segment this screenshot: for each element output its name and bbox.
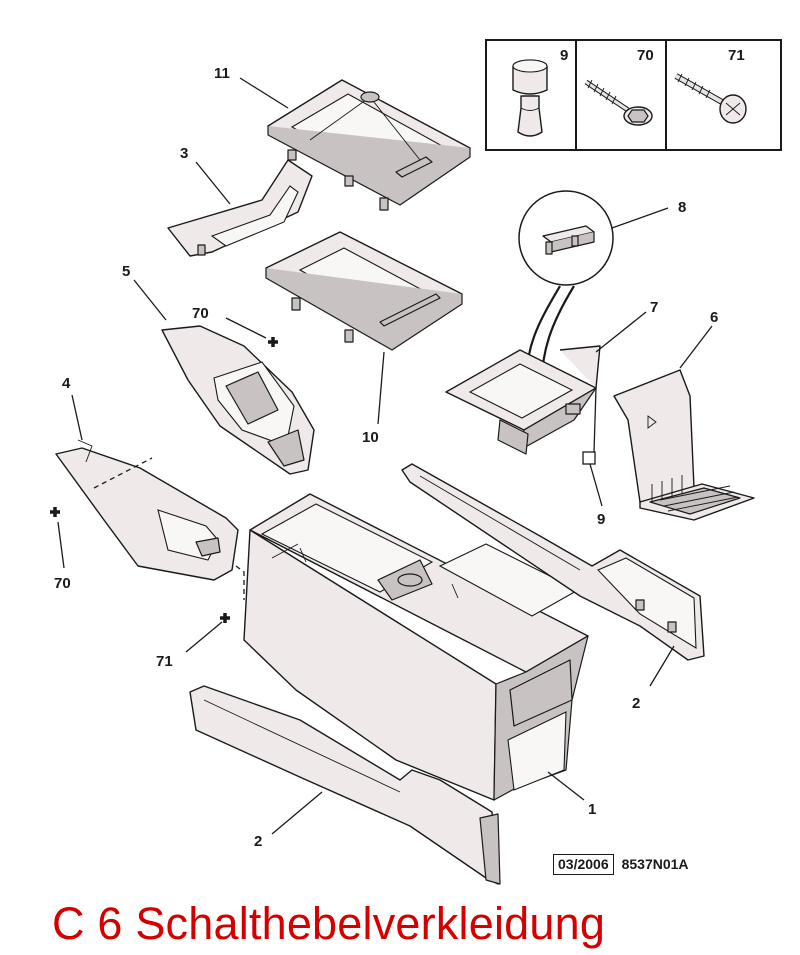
part-8-clip-detail xyxy=(518,190,614,286)
part-4-front-panel xyxy=(55,439,239,581)
caption-title: C 6 Schalthebelverkleidung xyxy=(52,898,606,949)
callout-3: 3 xyxy=(180,145,188,162)
fastener-markers xyxy=(50,337,278,623)
part-7-shifter-housing xyxy=(445,345,601,455)
fastener-legend: 9 70 71 xyxy=(485,39,782,151)
callout-71: 71 xyxy=(156,653,173,670)
callout-numbers: 11 3 5 70 10 8 7 6 4 70 9 71 2 1 2 xyxy=(54,65,718,850)
callout-1: 1 xyxy=(588,801,596,818)
legend-number-70: 70 xyxy=(637,47,654,64)
callout-7: 7 xyxy=(650,299,658,316)
rubber-buffer-icon xyxy=(512,59,548,137)
part-2-side-trim-upper xyxy=(401,463,705,661)
leader-lines xyxy=(57,77,713,835)
callout-5: 5 xyxy=(122,263,130,280)
callout-10: 10 xyxy=(362,429,379,446)
callout-2-lower: 2 xyxy=(254,833,262,850)
callout-11: 11 xyxy=(214,65,230,82)
reference-code: 8537N01A xyxy=(621,856,689,872)
part-5-side-panel xyxy=(161,325,315,475)
legend-number-71: 71 xyxy=(728,47,745,64)
reference-date: 03/2006 xyxy=(553,853,614,875)
part-1-console-body xyxy=(243,493,589,801)
part-11-gear-surround xyxy=(267,79,471,211)
part-2-side-trim-lower xyxy=(189,685,501,885)
tapping-screw-icon xyxy=(674,73,747,124)
callout-8: 8 xyxy=(678,199,686,216)
legend-number-9: 9 xyxy=(560,47,568,64)
part-10-bezel-frame xyxy=(265,231,463,351)
callout-2-upper: 2 xyxy=(632,695,640,712)
part-3-trim-strip xyxy=(167,159,313,257)
callout-6: 6 xyxy=(710,309,718,326)
callout-70-lower: 70 xyxy=(54,575,71,592)
callout-9: 9 xyxy=(597,511,605,528)
drawing-reference: 03/2006 8537N01A xyxy=(553,853,689,875)
part-9-marker-square xyxy=(582,451,596,465)
callout-4: 4 xyxy=(62,375,71,392)
hex-screw-icon xyxy=(584,79,653,126)
callout-70-upper: 70 xyxy=(192,305,209,322)
part-6-tray-insert xyxy=(613,369,755,521)
